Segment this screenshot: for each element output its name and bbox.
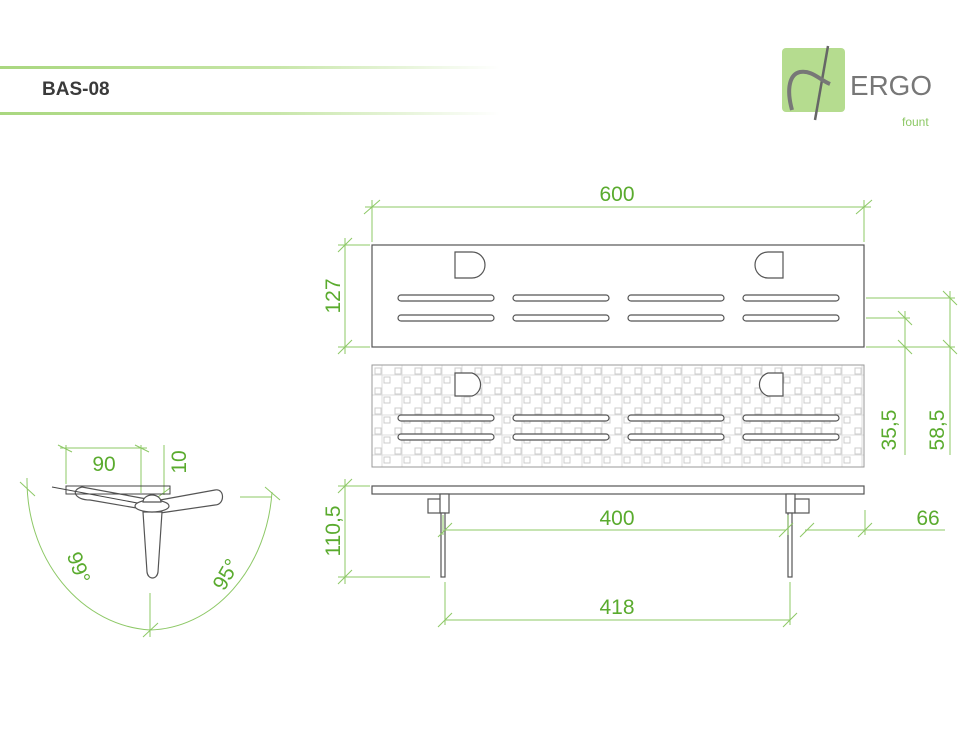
dim-height: 110,5 xyxy=(322,506,345,557)
header-bottom-rule xyxy=(0,112,500,115)
header-top-rule xyxy=(0,66,500,69)
star-base xyxy=(51,485,224,579)
logo-sub: fount xyxy=(902,115,929,129)
dim-arm-offset: 10 xyxy=(168,450,191,473)
dim-overhang: 66 xyxy=(916,507,939,530)
top-view-plate xyxy=(371,244,865,348)
dim-arm-length: 90 xyxy=(92,453,115,476)
dim-angle-right: 95° xyxy=(208,555,244,594)
page-title: BAS-08 xyxy=(42,79,110,100)
dim-angle-left: 99° xyxy=(62,549,94,587)
textured-plate xyxy=(371,364,865,468)
side-view xyxy=(371,485,865,578)
dim-depth: 127 xyxy=(322,278,345,313)
dim-leg-spacing-outer: 418 xyxy=(599,596,634,619)
logo-brand: ERGO xyxy=(850,70,932,101)
dim-leg-spacing-inner: 400 xyxy=(599,507,634,530)
dim-slot-offset-a: 35,5 xyxy=(878,410,901,451)
dim-slot-offset-b: 58,5 xyxy=(926,410,949,451)
dim-width: 600 xyxy=(599,183,634,206)
dimension-lines xyxy=(19,199,958,638)
ergofount-logo: ERGO fount xyxy=(782,45,932,129)
